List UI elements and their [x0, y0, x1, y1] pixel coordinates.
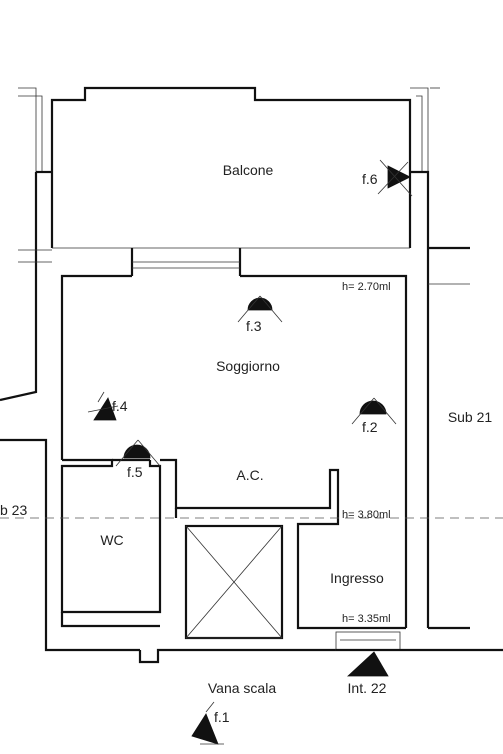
- balcony-structure: [18, 86, 440, 249]
- room-label-soggiorno: Soggiorno: [216, 358, 280, 374]
- neighbor-label-sub23: b 23: [0, 502, 27, 518]
- height-label-soggiorno: h= 2.70ml: [342, 281, 391, 293]
- photo-marker-f6: [377, 159, 413, 197]
- photo-marker-f1: [191, 701, 224, 745]
- photo-label-f4: f.4: [112, 398, 128, 414]
- bottom-wall: [138, 631, 503, 664]
- height-label-ingresso: h= 3.35ml: [342, 613, 391, 625]
- photo-marker-int22: [346, 651, 389, 677]
- ac-walls: [160, 458, 406, 630]
- photo-label-f3: f.3: [246, 318, 262, 334]
- photo-label-f6: f.6: [362, 171, 378, 187]
- photo-marker-f2: [351, 397, 397, 425]
- staircase: [184, 524, 284, 640]
- neighbor-label-sub21: Sub 21: [448, 409, 493, 425]
- soggiorno-walls: [60, 248, 408, 628]
- height-label-ac: h= 3.80ml: [342, 509, 391, 521]
- photo-label-f2: f.2: [362, 419, 378, 435]
- photo-label-f1: f.1: [214, 709, 230, 725]
- wc-walls: [60, 458, 162, 628]
- photo-marker-f3: [237, 295, 283, 323]
- neighbor-label-int22: Int. 22: [348, 680, 387, 696]
- photo-label-f5: f.5: [127, 464, 143, 480]
- room-label-ingresso: Ingresso: [330, 570, 384, 586]
- room-label-balcone: Balcone: [223, 162, 274, 178]
- photo-marker-f4: [87, 391, 119, 421]
- left-outer-wall: [0, 170, 140, 652]
- room-label-vana-scala: Vana scala: [208, 680, 276, 696]
- room-label-wc: WC: [100, 532, 123, 548]
- room-label-ac: A.C.: [236, 467, 263, 483]
- right-outer-wall: [410, 170, 470, 630]
- photo-marker-f5: [115, 439, 161, 467]
